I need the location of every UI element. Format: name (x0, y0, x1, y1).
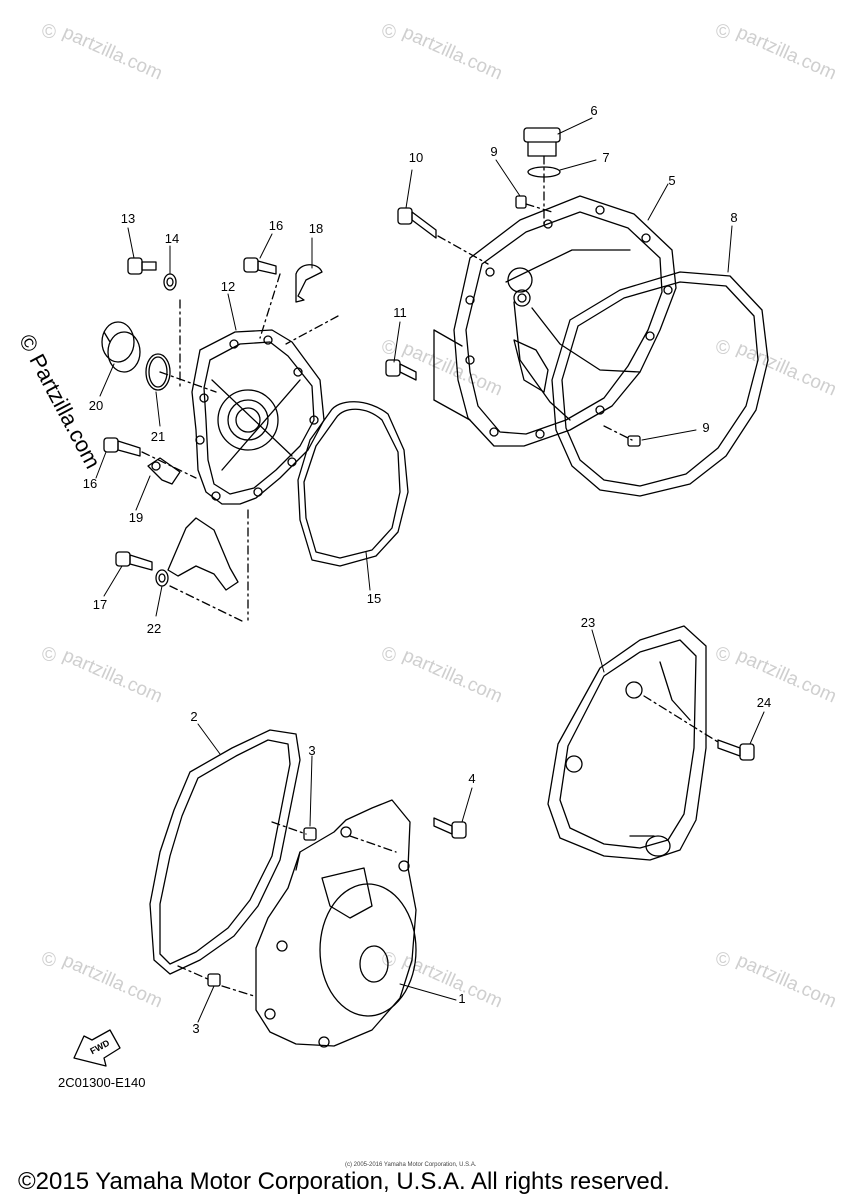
part-2-gasket[interactable] (149, 729, 301, 975)
part-21-oring[interactable] (145, 353, 171, 391)
leader-dashes-left (141, 273, 339, 623)
part-9-dowel-upper[interactable] (515, 195, 527, 209)
callout-17[interactable]: 17 (92, 597, 108, 612)
callout-9-lower[interactable]: 9 (702, 420, 710, 435)
watermark-symbol: © (42, 950, 56, 971)
part-3-dowel-lower[interactable] (207, 973, 221, 987)
watermark-symbol: © (382, 22, 396, 43)
watermark-symbol: © (42, 22, 56, 43)
part-12-cover[interactable] (191, 329, 325, 505)
part-16-bolt-lower[interactable] (103, 437, 141, 457)
callout-14[interactable]: 14 (164, 231, 180, 246)
callout-24[interactable]: 24 (756, 695, 772, 710)
callout-11[interactable]: 11 (393, 305, 407, 320)
copyright-text: ©2015 Yamaha Motor Corporation, U.S.A. A… (18, 1168, 670, 1195)
callout-15[interactable]: 15 (366, 591, 382, 606)
part-6-filler-cap[interactable] (523, 127, 561, 157)
part-16-bolt-upper[interactable] (243, 257, 277, 275)
small-credit: (c) 2005-2016 Yamaha Motor Corporation, … (345, 1162, 477, 1168)
callout-12[interactable]: 12 (220, 279, 236, 294)
part-18-clamp[interactable] (295, 264, 323, 303)
callout-13[interactable]: 13 (120, 211, 136, 226)
callout-9-upper[interactable]: 9 (490, 144, 498, 159)
callout-2[interactable]: 2 (190, 709, 198, 724)
callout-7[interactable]: 7 (602, 150, 610, 165)
callout-3-lower[interactable]: 3 (192, 1021, 200, 1036)
callout-16-upper[interactable]: 16 (268, 218, 284, 233)
callout-22[interactable]: 22 (146, 621, 162, 636)
part-23-sprocket-cover[interactable] (547, 625, 707, 861)
part-24-bolt[interactable] (717, 739, 755, 761)
watermark-symbol: © (382, 950, 396, 971)
watermark-symbol: © (382, 338, 396, 359)
part-5-clutch-cover[interactable] (433, 195, 677, 447)
leader-dashes-right (437, 155, 633, 441)
callout-23[interactable]: 23 (580, 615, 596, 630)
part-13-bolt[interactable] (127, 257, 157, 275)
part-15-gasket[interactable] (297, 401, 409, 567)
part-11-bolt[interactable] (385, 359, 417, 381)
leader-dashes-lower-left (177, 821, 397, 997)
watermark-symbol: © (716, 645, 730, 666)
part-14-washer[interactable] (163, 273, 177, 291)
watermark-symbol: © (716, 338, 730, 359)
callout-18[interactable]: 18 (308, 221, 324, 236)
callout-1[interactable]: 1 (458, 991, 466, 1006)
callout-20[interactable]: 20 (88, 398, 104, 413)
part-17-bolt[interactable] (115, 551, 153, 571)
part-8-gasket[interactable] (551, 271, 769, 497)
callout-8[interactable]: 8 (730, 210, 738, 225)
fwd-arrow-icon: FWD (73, 1029, 121, 1067)
callout-16-lower[interactable]: 16 (82, 476, 98, 491)
part-22-washer[interactable] (155, 569, 169, 587)
watermark-symbol: © (42, 645, 56, 666)
part-10-bolt[interactable] (397, 207, 437, 239)
callout-3-upper[interactable]: 3 (308, 743, 316, 758)
watermark-symbol: © (382, 645, 396, 666)
callout-4[interactable]: 4 (468, 771, 476, 786)
callout-6[interactable]: 6 (590, 103, 598, 118)
diagram-code: 2C01300-E140 (58, 1075, 146, 1090)
part-9-dowel-lower[interactable] (627, 435, 641, 447)
callout-10[interactable]: 10 (408, 150, 424, 165)
callout-5[interactable]: 5 (668, 173, 676, 188)
leader-dashes-lower-right (643, 695, 719, 743)
part-1-generator-cover[interactable] (255, 799, 417, 1048)
guide-plate (167, 517, 239, 591)
part-4-bolt[interactable] (433, 817, 467, 839)
callout-19[interactable]: 19 (128, 510, 144, 525)
part-20-plug[interactable] (101, 321, 141, 373)
watermark-symbol: © (716, 950, 730, 971)
callout-21[interactable]: 21 (150, 429, 166, 444)
callout-leaders (95, 117, 765, 1023)
part-3-dowel-upper[interactable] (303, 827, 317, 841)
watermark-symbol: © (716, 22, 730, 43)
